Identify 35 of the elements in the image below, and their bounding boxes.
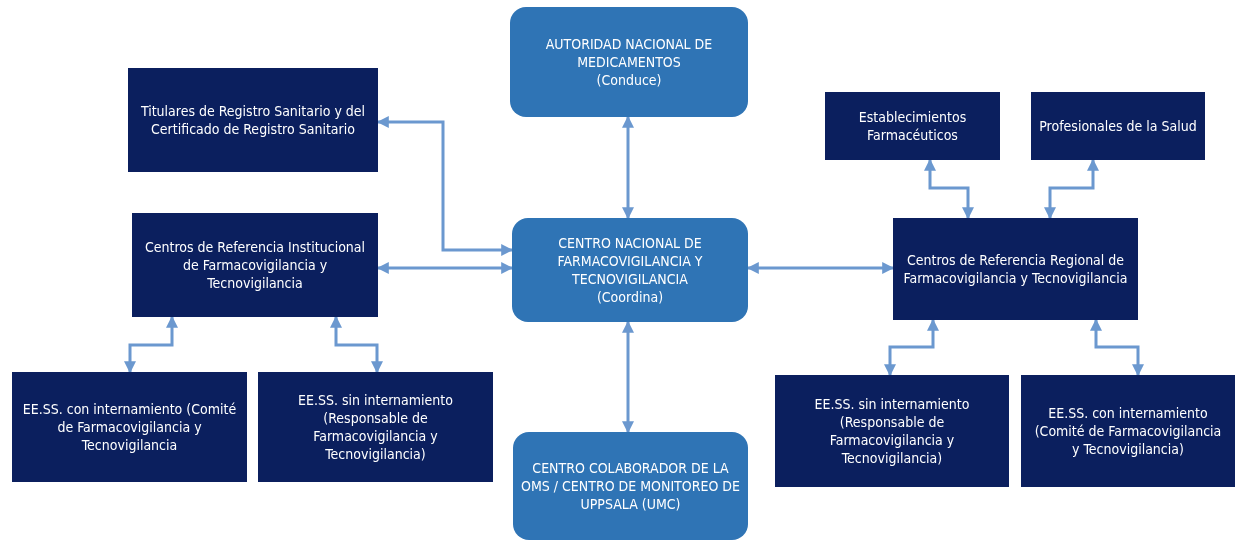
arrow [124,315,178,374]
arrow [622,115,634,220]
process-box [12,372,247,482]
node-title: EE.SS. con internamiento (Comité de Farmacovigilancia y Tecnovigilancia) [1033,403,1223,459]
node-title: EE.SS. con internamiento (Comité de Farmacovigilancia y Tecnovigilancia [21,399,238,455]
process-box [775,375,1009,487]
arrow [884,318,939,377]
process-box [1021,375,1235,487]
arrow [622,320,634,434]
process-box [132,213,378,317]
node-title: Profesionales de la Salud [1039,116,1197,136]
rounded-box [513,432,748,540]
process-box [893,218,1138,320]
rounded-box [512,218,748,322]
arrow [330,315,383,374]
node-title: CENTRO COLABORADOR DE LA OMS / CENTRO DE MONITOREO DE UPPSALA (UMC) [521,458,740,514]
node-title: Centros de Referencia Regional de Farmacovigilancia y Tecnovigilancia [902,250,1129,288]
node-note: (Conduce) [596,71,662,90]
node-note: (Coordina) [596,288,664,307]
node-title: Titulares de Registro Sanitario y del Certificado de Registro Sanitario [139,101,367,139]
node-title: Establecimientos Farmacéuticos [857,107,968,145]
node-title: Centros de Referencia Institucional de Farmacovigilancia y Tecnovigilancia [143,237,367,293]
rounded-box [510,7,748,117]
node-title: AUTORIDAD NACIONAL DE MEDICAMENTOS [544,34,714,72]
process-box [1031,92,1205,160]
arrow [746,262,895,274]
node-title: EE.SS. sin internamiento (Responsable de Farmacovigilancia y Tecnovigilancia) [297,390,454,464]
process-box [258,372,493,482]
process-box [825,92,1000,160]
node-title: EE.SS. sin internamiento (Responsable de Farmacovigilancia y Tecnovigilancia) [813,394,971,468]
arrow [1044,158,1099,220]
node-title: CENTRO NACIONAL DE FARMACOVIGILANCIA Y TECNOVIGILANCIA [556,233,704,289]
process-box [128,68,378,172]
arrow [1090,318,1144,377]
arrow [924,158,974,220]
